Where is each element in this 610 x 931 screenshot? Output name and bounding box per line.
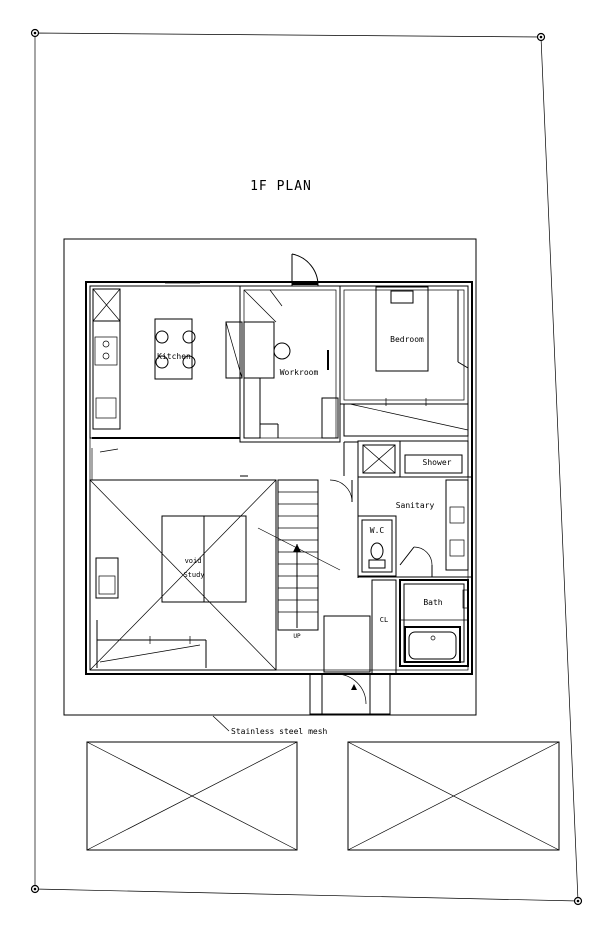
kitchen-label: Kitchen [157, 352, 191, 361]
bath-room [399, 579, 469, 667]
staircase [257, 479, 341, 631]
wc-label: W.C [370, 526, 385, 535]
sanitary-label: Sanitary [396, 501, 435, 510]
mesh-callout [212, 715, 230, 732]
bedroom-room [339, 285, 469, 437]
parking-space-right [347, 741, 560, 851]
parking-space-left [86, 741, 298, 851]
stair-up-label: UP [293, 633, 301, 640]
hall-details [240, 441, 371, 673]
site-boundary [30, 28, 583, 906]
kitchen-room [89, 282, 241, 453]
entrance-threshold [309, 673, 391, 715]
workroom-room [225, 285, 341, 443]
void-area [89, 448, 277, 671]
entry-door [291, 253, 319, 287]
bedroom-label: Bedroom [390, 335, 424, 344]
workroom-label: Workroom [280, 368, 319, 377]
bath-label: Bath [423, 598, 442, 607]
shower-label: Shower [423, 458, 452, 467]
plan-title: 1F PLAN [250, 179, 312, 194]
wc-room [357, 515, 397, 578]
void-label-line1: void [185, 557, 202, 565]
mesh-label: Stainless steel mesh [231, 727, 328, 736]
mesh-boundary [63, 238, 477, 716]
closet-room [371, 579, 397, 675]
void-label-line2: Study [183, 571, 204, 579]
shower-room [357, 440, 469, 478]
closet-label: CL [380, 616, 388, 624]
